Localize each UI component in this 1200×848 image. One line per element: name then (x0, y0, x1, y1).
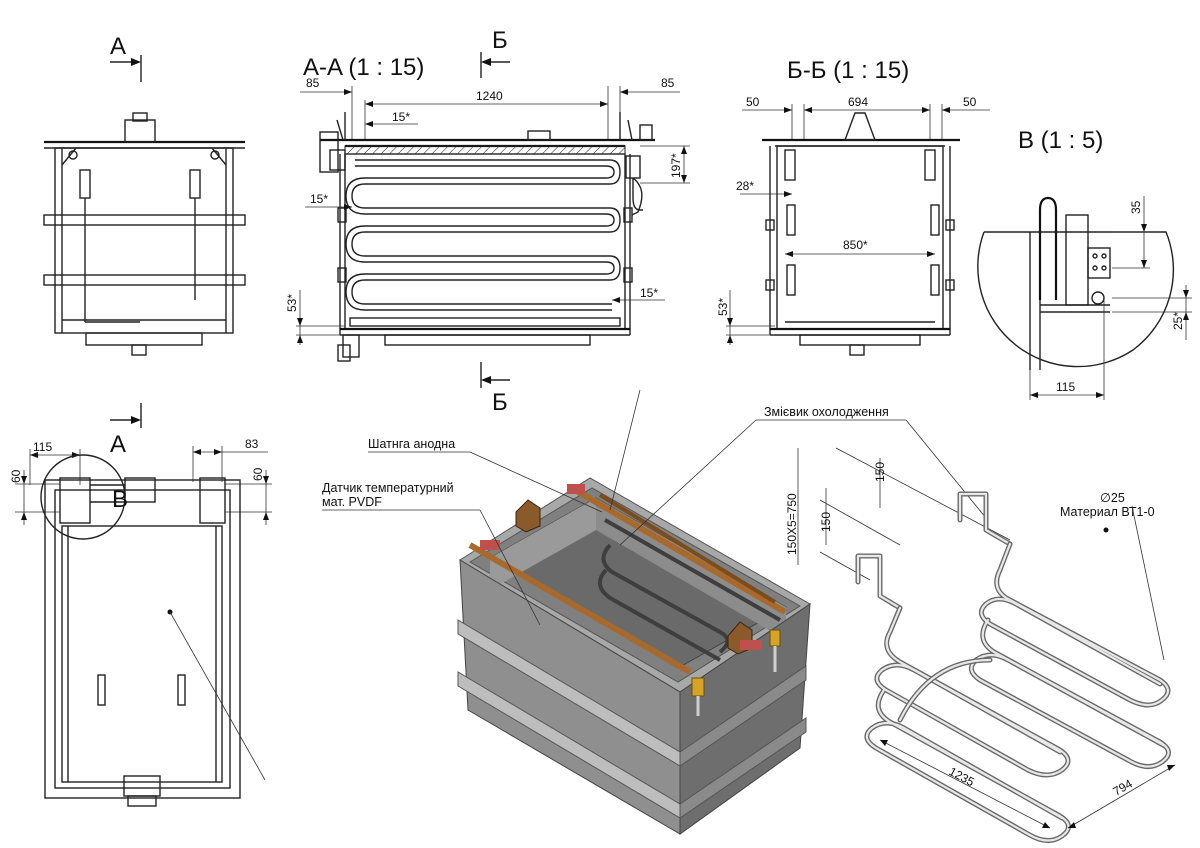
section-aa-view: A-A (1 : 15) Б Б 85 1240 85 15* (285, 27, 690, 416)
svg-text:694: 694 (848, 95, 868, 109)
svg-text:115: 115 (33, 440, 52, 454)
svg-text:150: 150 (873, 462, 887, 482)
svg-text:Материал ВТ1-0: Материал ВТ1-0 (1060, 505, 1155, 519)
svg-text:150: 150 (819, 512, 833, 532)
svg-text:Б: Б (492, 27, 508, 54)
svg-text:150X5=750: 150X5=750 (785, 493, 799, 555)
svg-text:60: 60 (251, 467, 265, 481)
svg-text:50: 50 (746, 95, 760, 109)
svg-text:A: A (110, 431, 126, 458)
svg-text:28*: 28* (736, 179, 754, 193)
svg-text:A: A (110, 33, 126, 60)
svg-text:Б: Б (492, 389, 508, 416)
svg-text:Датчик температурний: Датчик температурний (322, 481, 454, 495)
front-view (43, 112, 246, 356)
svg-text:85: 85 (661, 76, 675, 90)
svg-text:мат. PVDF: мат. PVDF (322, 495, 382, 509)
svg-text:197*: 197* (669, 153, 683, 178)
section-marker-b-bottom: Б (480, 362, 510, 416)
svg-text:Б-Б (1 : 15): Б-Б (1 : 15) (787, 57, 909, 84)
tank-isometric-view: Шатнга анодна Датчик температурний мат. … (322, 389, 987, 835)
svg-text:1240: 1240 (476, 89, 503, 103)
svg-text:83: 83 (245, 437, 259, 451)
svg-text:A-A (1 : 15): A-A (1 : 15) (303, 54, 424, 81)
section-marker-b-top: Б (480, 27, 510, 78)
svg-text:15*: 15* (392, 110, 410, 124)
callout-cooling-coil: Змієвик охолодження (609, 389, 987, 546)
svg-text:В (1 : 5): В (1 : 5) (1018, 127, 1103, 154)
coil-isometric-view: 150 150 150X5=750 1235 794 ∅25 Матер (785, 447, 1176, 843)
svg-text:53*: 53* (716, 298, 730, 316)
callout-temp-sensor: Датчик температурний мат. PVDF (322, 481, 541, 626)
svg-text:115: 115 (1056, 380, 1075, 394)
svg-text:В: В (112, 486, 128, 513)
callout-material: ∅25 Материал ВТ1-0 (1060, 491, 1165, 661)
section-marker-a-top: A (110, 33, 142, 82)
callout-anode-bar: Шатнга анодна (368, 437, 603, 513)
svg-text:15*: 15* (640, 286, 658, 300)
svg-text:Змієвик охолодження: Змієвик охолодження (764, 405, 889, 419)
plan-view: A 115 83 60 60 (9, 403, 272, 807)
svg-text:25*: 25* (1171, 312, 1185, 330)
section-marker-a-bottom: A (110, 403, 142, 458)
svg-text:35: 35 (1129, 200, 1143, 214)
svg-text:Шатнга анодна: Шатнга анодна (368, 437, 455, 451)
svg-text:∅25: ∅25 (1100, 491, 1125, 505)
svg-text:50: 50 (963, 95, 977, 109)
svg-text:15*: 15* (310, 192, 328, 206)
detail-v-view: В (1 : 5) 35 25* 115 (977, 127, 1192, 400)
svg-text:850*: 850* (843, 238, 868, 252)
svg-text:53*: 53* (285, 294, 299, 312)
svg-text:60: 60 (9, 469, 23, 483)
svg-text:85: 85 (306, 76, 320, 90)
section-bb-view: Б-Б (1 : 15) 50 694 50 (716, 57, 990, 356)
svg-text:794: 794 (1111, 776, 1136, 798)
